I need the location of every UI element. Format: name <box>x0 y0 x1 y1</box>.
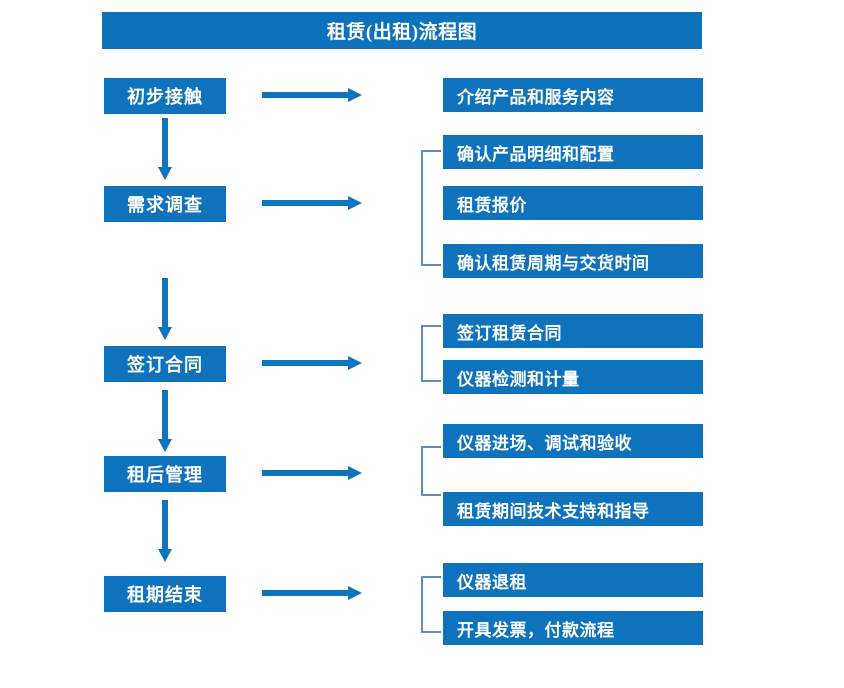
arrow-down-stage-3-to-4 <box>157 390 173 452</box>
arrow-shaft <box>162 278 168 327</box>
detail-box-instrument-install-acceptance[interactable]: 仪器进场、调试和验收 <box>443 424 703 458</box>
arrow-shaft <box>262 360 348 366</box>
stage-box-needs-survey[interactable]: 需求调查 <box>104 186 226 222</box>
bracket-lease-end-group <box>421 576 441 633</box>
arrow-shaft <box>262 590 348 596</box>
arrow-right-stage-5 <box>262 585 362 601</box>
detail-box-sign-lease-agreement[interactable]: 签订租赁合同 <box>443 314 703 348</box>
arrow-shaft <box>162 390 168 439</box>
arrow-head <box>158 327 172 340</box>
arrow-head <box>348 586 362 600</box>
arrow-right-stage-3 <box>262 355 362 371</box>
stage-box-lease-end[interactable]: 租期结束 <box>104 576 226 612</box>
detail-box-instrument-inspection[interactable]: 仪器检测和计量 <box>443 360 703 394</box>
bracket-sign-contract-group <box>421 325 441 382</box>
detail-box-confirm-product-spec[interactable]: 确认产品明细和配置 <box>443 135 703 169</box>
arrow-shaft <box>262 200 348 206</box>
arrow-down-stage-2-to-3 <box>157 278 173 340</box>
arrow-head <box>348 466 362 480</box>
stage-box-sign-contract[interactable]: 签订合同 <box>104 346 226 382</box>
arrow-head <box>158 167 172 180</box>
detail-box-instrument-return[interactable]: 仪器退租 <box>443 563 703 597</box>
arrow-shaft <box>262 470 348 476</box>
arrow-right-stage-4 <box>262 465 362 481</box>
detail-box-invoice-payment[interactable]: 开具发票，付款流程 <box>443 611 703 645</box>
arrow-down-stage-1-to-2 <box>157 118 173 180</box>
detail-box-confirm-period-delivery[interactable]: 确认租赁周期与交货时间 <box>443 244 703 278</box>
arrow-right-stage-1 <box>262 87 362 103</box>
arrow-shaft <box>262 92 348 98</box>
arrow-right-stage-2 <box>262 195 362 211</box>
page-title: 租赁(出租)流程图 <box>102 12 702 49</box>
detail-box-technical-support[interactable]: 租赁期间技术支持和指导 <box>443 492 703 526</box>
arrow-shaft <box>162 500 168 549</box>
bracket-needs-survey-group <box>421 150 441 266</box>
detail-box-intro-products[interactable]: 介绍产品和服务内容 <box>443 78 703 112</box>
arrow-head <box>348 196 362 210</box>
arrow-head <box>348 88 362 102</box>
detail-box-rental-quote[interactable]: 租赁报价 <box>443 186 703 220</box>
arrow-down-stage-4-to-5 <box>157 500 173 562</box>
arrow-head <box>348 356 362 370</box>
stage-box-initial-contact[interactable]: 初步接触 <box>104 78 226 114</box>
bracket-post-rental-group <box>421 446 441 496</box>
arrow-shaft <box>162 118 168 167</box>
arrow-head <box>158 439 172 452</box>
stage-box-post-rental-management[interactable]: 租后管理 <box>104 456 226 492</box>
arrow-head <box>158 549 172 562</box>
